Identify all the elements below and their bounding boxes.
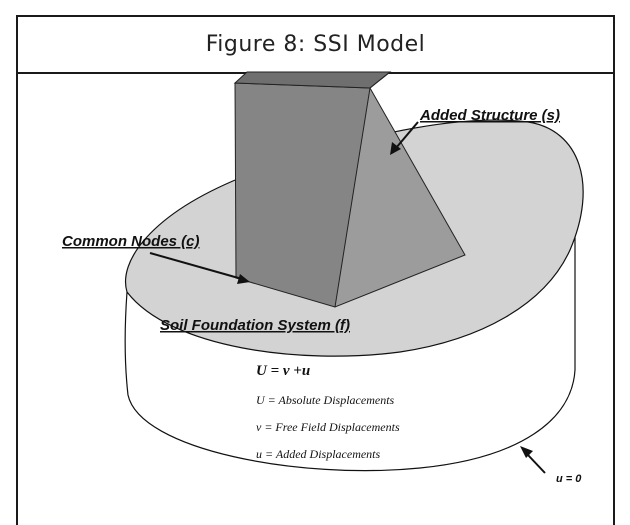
added-structure-arrow [395, 121, 419, 149]
common-nodes-arrow [149, 252, 243, 280]
equation-absolute: U = Absolute Displacements [256, 393, 395, 407]
equation-added: u = Added Displacements [256, 447, 381, 461]
structure-edge [369, 71, 391, 89]
u-zero-arrowhead [520, 446, 533, 458]
equation-free-field: v = Free Field Displacements [256, 420, 400, 434]
u-zero-arrow [527, 454, 546, 474]
equation-main: U = v +u [256, 363, 310, 379]
added-structure-arrowhead [390, 142, 401, 155]
added-structure-label: Added Structure (s) [419, 107, 560, 124]
common-nodes-arrowhead [237, 274, 250, 284]
common-nodes-label: Common Nodes (c) [62, 233, 200, 250]
u-zero-label: u = 0 [556, 473, 582, 485]
soil-foundation-label: Soil Foundation System (f) [160, 317, 350, 334]
